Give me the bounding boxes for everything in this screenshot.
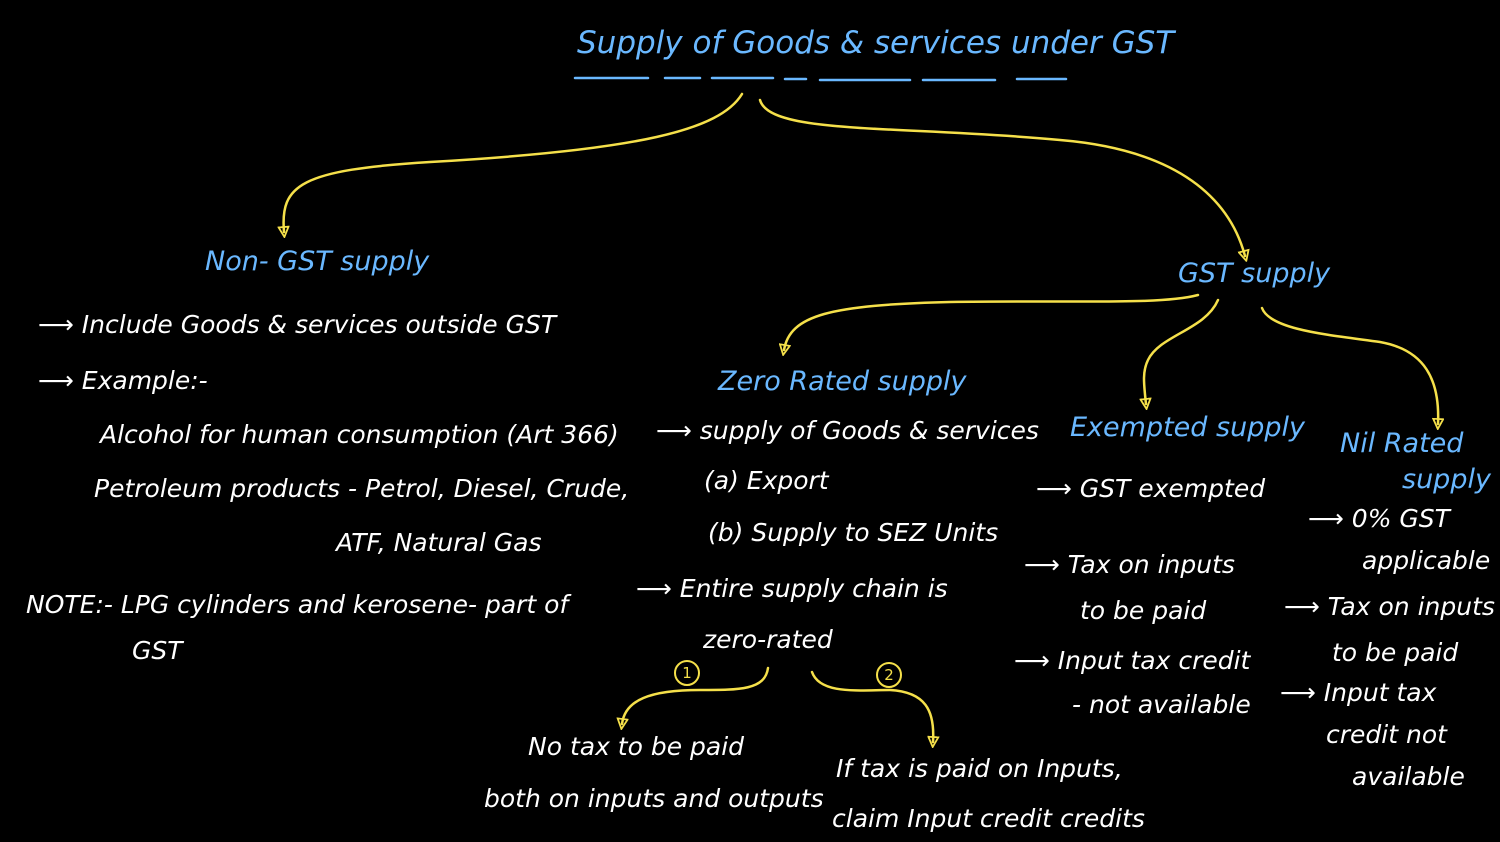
nil-rated-line: ⟶ Input tax xyxy=(1280,678,1437,707)
zero-rated-line: (a) Export xyxy=(704,466,829,495)
zero-rated-line: (b) Supply to SEZ Units xyxy=(708,518,999,547)
nil-rated-heading: supply xyxy=(1402,464,1491,495)
option-1-line: both on inputs and outputs xyxy=(484,784,824,813)
zero-rated-heading: Zero Rated supply xyxy=(718,366,967,397)
arrow-to-zero-rated xyxy=(784,293,1200,350)
option-1-line: No tax to be paid xyxy=(528,732,745,761)
non-gst-note: NOTE:- LPG cylinders and kerosene- part … xyxy=(26,590,569,619)
nil-rated-line: ⟶ 0% GST xyxy=(1308,504,1450,533)
arrow-to-gst xyxy=(758,98,1245,256)
nil-rated-line: to be paid xyxy=(1332,638,1459,667)
exempted-line: ⟶ GST exempted xyxy=(1036,474,1266,503)
zero-rated-line: ⟶ supply of Goods & services xyxy=(656,416,1039,445)
non-gst-line: ATF, Natural Gas xyxy=(336,528,542,557)
arrow-to-nil-rated xyxy=(1260,306,1438,424)
non-gst-line: ⟶ Example:- xyxy=(38,366,208,395)
arrow-to-exempted xyxy=(1144,298,1220,404)
option-2-marker: 2 xyxy=(876,662,902,688)
option-2-line: If tax is paid on Inputs, xyxy=(836,754,1123,783)
option-2-line: claim Input credit credits xyxy=(832,804,1145,833)
non-gst-line: Petroleum products - Petrol, Diesel, Cru… xyxy=(94,474,630,503)
nil-rated-heading: Nil Rated xyxy=(1340,428,1464,459)
option-1-marker: 1 xyxy=(674,660,700,686)
non-gst-line: Alcohol for human consumption (Art 366) xyxy=(100,420,619,449)
arrow-to-non-gst xyxy=(284,92,744,232)
nil-rated-line: available xyxy=(1352,762,1465,791)
nil-rated-line: applicable xyxy=(1362,546,1491,575)
arrow-option-1 xyxy=(622,666,770,724)
title-underline xyxy=(573,76,1068,82)
zero-rated-line: zero-rated xyxy=(703,625,833,654)
nil-rated-line: credit not xyxy=(1326,720,1447,749)
nil-rated-line: ⟶ Tax on inputs xyxy=(1284,592,1495,621)
non-gst-heading: Non- GST supply xyxy=(205,246,430,277)
zero-rated-line: ⟶ Entire supply chain is xyxy=(636,574,948,603)
non-gst-line: ⟶ Include Goods & services outside GST xyxy=(38,310,557,339)
gst-heading: GST supply xyxy=(1178,258,1331,289)
page-title: Supply of Goods & services under GST xyxy=(577,25,1175,61)
exempted-line: ⟶ Tax on inputs xyxy=(1024,550,1235,579)
exempted-line: ⟶ Input tax credit xyxy=(1014,646,1251,675)
exempted-heading: Exempted supply xyxy=(1070,412,1305,443)
exempted-line: to be paid xyxy=(1080,596,1207,625)
non-gst-note: GST xyxy=(132,636,183,665)
exempted-line: - not available xyxy=(1072,690,1251,719)
arrow-option-2 xyxy=(810,670,933,742)
